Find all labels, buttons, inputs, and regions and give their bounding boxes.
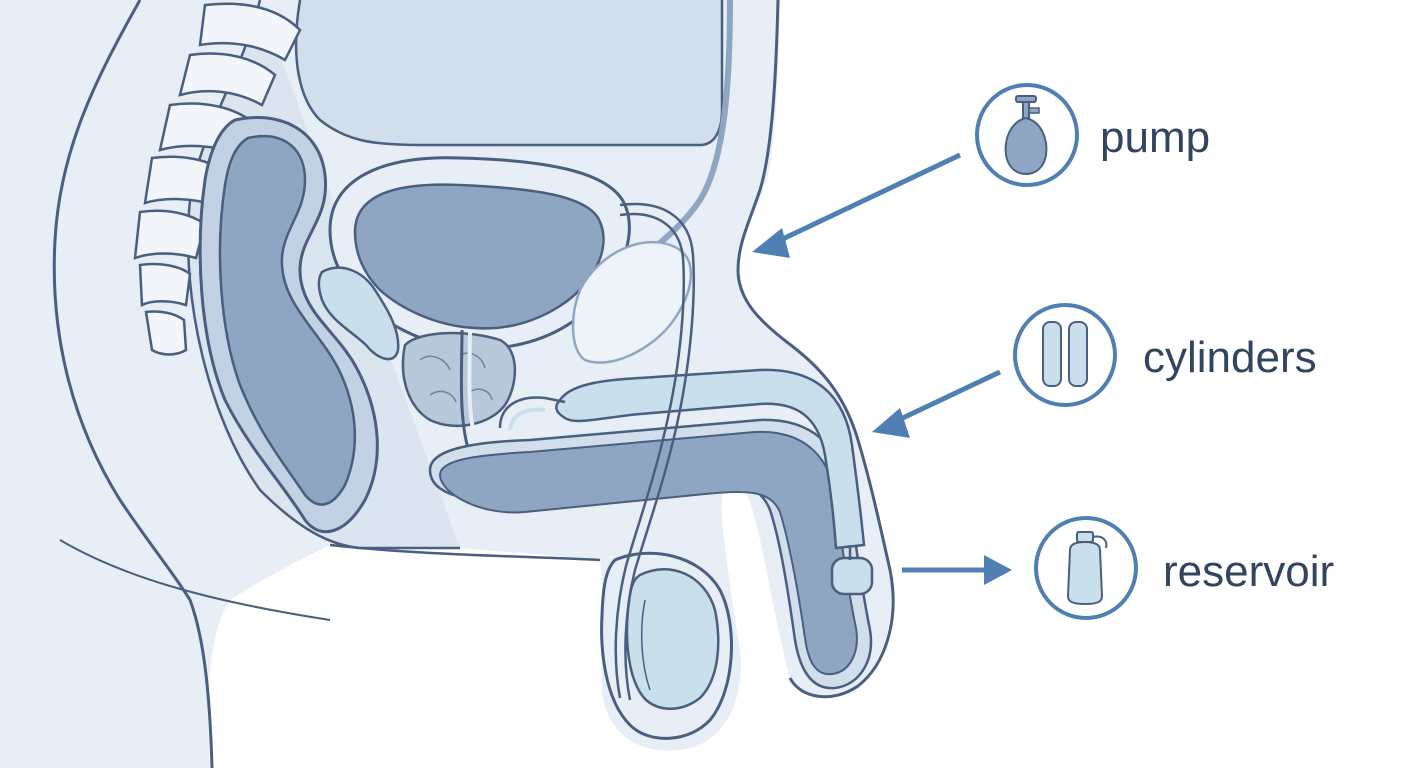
prostate-gland <box>401 331 517 428</box>
cylinder-tubing-hook-inner <box>508 407 546 431</box>
penile-shaft <box>428 418 873 690</box>
abdominal-cavity <box>294 0 724 147</box>
scrotum <box>600 551 733 740</box>
arrow-cylinders-head <box>872 408 910 438</box>
arrow-pump-line <box>768 152 962 248</box>
reservoir-label: reservoir <box>1163 547 1334 596</box>
bladder <box>328 156 631 350</box>
label-cylinders: cylinders <box>1013 303 1317 407</box>
urethra-lumen <box>467 329 480 449</box>
cylinder-tip <box>830 556 874 596</box>
arrow-reservoir-head <box>984 555 1012 585</box>
cylinder-tubing-hook <box>498 396 566 429</box>
sacrum-1 <box>138 262 192 307</box>
coccyx <box>144 310 188 356</box>
vertebra-5 <box>133 209 207 260</box>
cylinders-label: cylinders <box>1143 333 1317 382</box>
spine <box>133 2 302 356</box>
vertebra-1 <box>198 2 302 62</box>
seminal-vesicle-body <box>317 266 400 361</box>
cylinder-body <box>555 368 866 550</box>
back-outline <box>52 0 214 768</box>
label-pump: pump <box>975 83 1210 187</box>
cylinders-icon <box>1042 321 1088 387</box>
testis-epididymis <box>640 599 651 691</box>
seminal-vesicle <box>317 266 400 361</box>
corpus-spongiosum <box>438 430 858 676</box>
testis <box>625 567 720 710</box>
prostate-texture <box>419 352 493 403</box>
callout-arrows <box>752 152 1012 585</box>
reservoir-bottle-icon <box>1066 531 1108 606</box>
pump-label: pump <box>1100 113 1210 162</box>
label-reservoir: reservoir <box>1034 516 1334 620</box>
arrow-pump-head <box>752 228 790 258</box>
implant-tubing-outer <box>619 202 696 701</box>
thigh-line <box>59 539 331 621</box>
pubic-symphysis <box>571 240 693 364</box>
front-outline <box>736 0 895 699</box>
cylinders-badge <box>1013 303 1117 407</box>
prostate <box>401 331 517 428</box>
rectum-lumen <box>218 135 357 506</box>
implant-cylinder <box>498 368 874 596</box>
pump-bulb-icon <box>1004 95 1048 176</box>
rectum <box>198 115 379 534</box>
implant-tubing-inner <box>614 212 686 699</box>
vertebra-2 <box>178 52 277 107</box>
arrow-cylinders-line <box>888 369 1002 427</box>
pubic-bone <box>571 240 693 364</box>
